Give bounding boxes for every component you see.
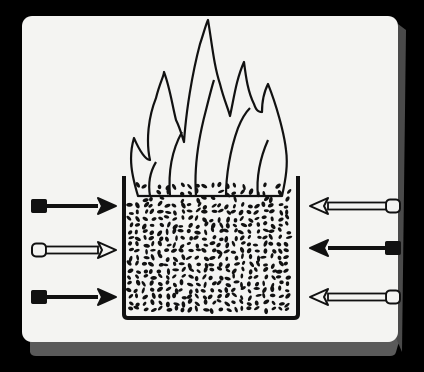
pellet	[285, 209, 288, 215]
pellet	[278, 285, 281, 290]
arrow-tail	[32, 244, 46, 257]
arrow-shaft	[46, 295, 98, 299]
arrow-tail	[32, 291, 46, 303]
pellet	[279, 280, 283, 284]
arrow-tail	[386, 200, 400, 213]
arrow-shaft	[46, 204, 98, 208]
pellet	[196, 263, 201, 267]
arrow-shaft	[328, 246, 386, 250]
arrow-tail	[386, 291, 400, 304]
pellet	[240, 306, 243, 311]
arrow-shaft	[328, 203, 386, 210]
pellet	[254, 287, 260, 290]
arrow-shaft	[328, 294, 386, 301]
pellet	[257, 191, 260, 197]
arrow-shaft	[46, 247, 98, 254]
arrow-tail	[32, 200, 46, 212]
pellet	[195, 188, 199, 194]
arrow-tail	[386, 242, 400, 254]
